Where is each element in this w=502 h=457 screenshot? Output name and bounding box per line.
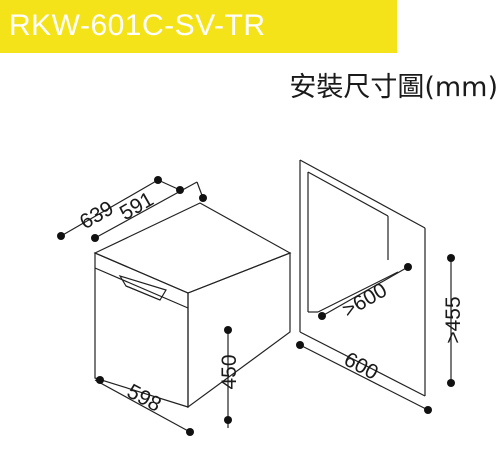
- page-title: 安裝尺寸圖(mm): [289, 72, 498, 103]
- cabinet-dimensions: [299, 258, 452, 411]
- cabinet-front-bottom-edge: [299, 331, 426, 397]
- dim-line-600-width: [299, 344, 429, 411]
- dim-extension-639: [157, 179, 181, 191]
- label-455: >455: [442, 296, 465, 343]
- cabinet-niche: [299, 159, 426, 397]
- dot-600-depth-end: [404, 263, 412, 271]
- title-banner: RKW-601C-SV-TR: [0, 0, 397, 53]
- label-600-width: 600: [340, 348, 382, 385]
- label-598: 598: [123, 380, 165, 417]
- label-450: 450: [218, 354, 241, 389]
- dot-450-end: [224, 416, 232, 424]
- label-591: 591: [116, 188, 158, 225]
- dim-line-598: [94, 379, 191, 433]
- dot-450-start: [224, 326, 232, 334]
- control-panel-line: [94, 267, 189, 309]
- handle-inner-line: [125, 285, 161, 301]
- dot-600-width-start: [296, 341, 304, 349]
- dot-600-depth-start: [318, 312, 326, 320]
- dot-639-end: [154, 176, 162, 184]
- cabinet-back-top: [307, 171, 389, 217]
- dot-639-ref: [176, 186, 184, 194]
- dot-591-end: [199, 194, 207, 202]
- dishwasher-unit: [93, 202, 292, 409]
- dot-455-end: [447, 379, 455, 387]
- unit-side-face: [187, 252, 291, 409]
- cabinet-floor-back: [317, 271, 399, 313]
- cabinet-top-edge: [299, 159, 426, 229]
- dot-639-start: [57, 232, 65, 240]
- model-title: RKW-601C-SV-TR: [9, 9, 266, 42]
- dot-598-start: [96, 376, 104, 384]
- label-600-depth: >600: [339, 279, 391, 323]
- dot-455-start: [447, 254, 455, 262]
- dimension-dots: [57, 176, 455, 436]
- dot-598-end: [186, 428, 194, 436]
- dim-line-600-depth: [321, 266, 409, 317]
- dim-line-639: [60, 179, 159, 237]
- dot-600-width-end: [424, 406, 432, 414]
- dot-591-start: [91, 234, 99, 242]
